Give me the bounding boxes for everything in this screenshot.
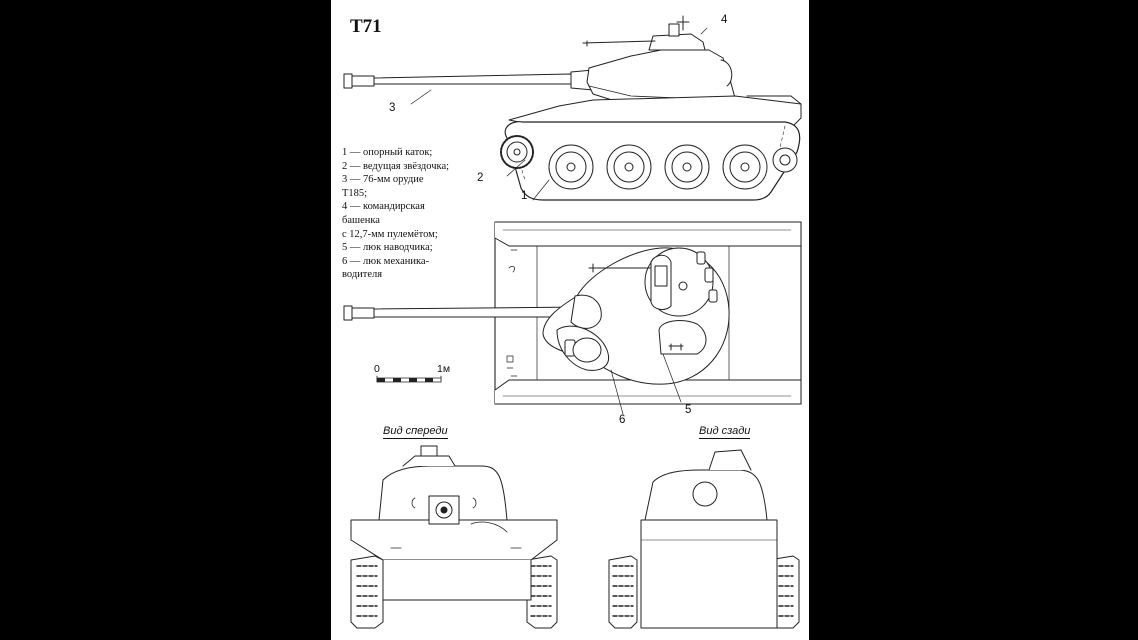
callout-6: 6	[619, 414, 626, 426]
legend-line: Т185;	[342, 187, 368, 199]
title: Т71	[350, 16, 382, 37]
scale-zero: 0	[374, 363, 380, 375]
legend-line: башенка	[342, 214, 380, 226]
front-view-label: Вид спереди	[383, 425, 448, 439]
side-mg	[582, 40, 656, 47]
top-gun	[343, 305, 582, 321]
rear-view-label: Вид сзади	[699, 425, 751, 439]
legend-line: 6 — люк механика-	[342, 255, 430, 267]
legend: 1 — опорный каток; 2 — ведущая звёздочка…	[342, 146, 482, 282]
callout-3: 3	[389, 102, 396, 114]
side-turret	[586, 49, 736, 107]
side-view	[343, 15, 802, 201]
front-view	[350, 445, 558, 629]
side-cupola	[648, 33, 706, 51]
top-view	[343, 221, 802, 415]
drawing-sheet: Т71 1 — опорный каток; 2 — ведущая звёзд…	[331, 0, 809, 640]
callout-5: 5	[685, 404, 692, 416]
tank-drawing	[343, 15, 802, 629]
legend-line: 4 — командирская	[342, 201, 425, 213]
top-gunner-hatch	[658, 320, 707, 355]
callout-4: 4	[721, 14, 728, 26]
rear-view	[608, 449, 800, 629]
scale-one: 1м	[437, 363, 451, 375]
legend-line: 3 — 76-мм орудие	[342, 174, 424, 186]
legend-line: 1 — опорный каток;	[342, 147, 433, 158]
legend-line: с 12,7-мм пулемётом;	[342, 228, 438, 240]
callout-2: 2	[477, 172, 484, 184]
side-drive-sprocket	[500, 135, 534, 169]
side-gun	[343, 69, 594, 91]
scale-bar	[376, 375, 442, 383]
side-road-wheels	[548, 144, 798, 190]
top-cupola	[588, 247, 718, 317]
legend-line: водителя	[342, 269, 383, 281]
legend-line: 2 — ведущая звёздочка;	[342, 160, 450, 172]
callout-1: 1	[521, 190, 528, 202]
legend-line: 5 — люк наводчика;	[342, 242, 433, 254]
